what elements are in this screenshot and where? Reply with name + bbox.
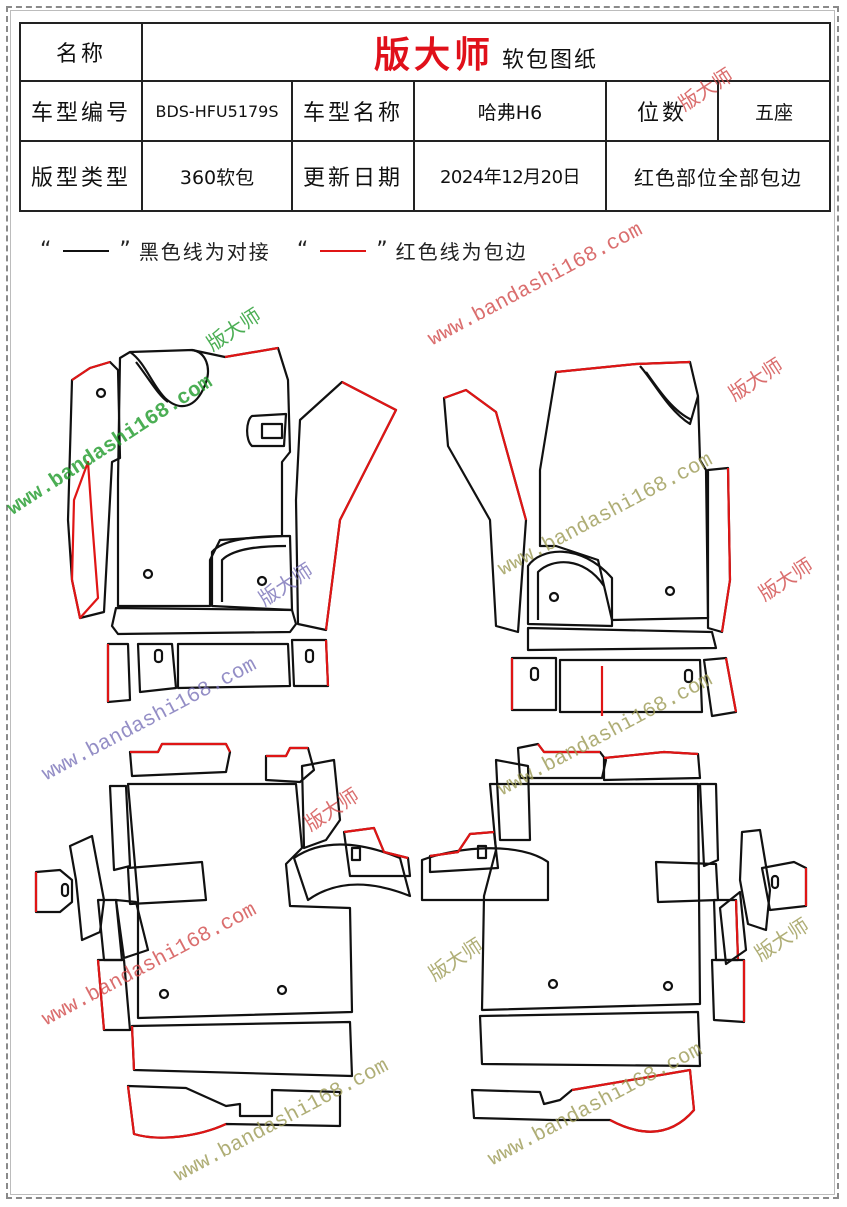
slot-piece <box>246 412 288 448</box>
r-arch-small <box>428 830 500 874</box>
left-side-panel <box>66 360 122 620</box>
page-border <box>6 6 839 1199</box>
lower-piece-3 <box>176 642 292 690</box>
rear-lower-2 <box>558 658 704 714</box>
black-line-swatch <box>63 249 110 252</box>
rear-seat-back-panel <box>538 360 710 622</box>
r-seat-base-strip <box>710 958 746 1024</box>
floor-left-strip <box>108 784 132 872</box>
wheel-arch-piece <box>210 534 294 612</box>
r-floor-main-panel <box>480 782 702 1012</box>
headrest-inner-line <box>135 361 169 403</box>
seat-side-piece <box>114 898 150 960</box>
line-legend: “ ” 黑色线为对接 “ ” 红色线为包边 <box>40 236 528 265</box>
red-line-text: 红色线为包边 <box>395 240 528 264</box>
edge-note: 红色部位全部包边 <box>604 140 832 212</box>
floor-main-panel <box>126 782 354 1020</box>
rear-lower-1 <box>510 656 558 712</box>
r-right-strip <box>698 782 720 868</box>
seats-label: 位数 <box>605 80 719 142</box>
page-inner-border <box>10 10 835 1195</box>
model-name-label: 车型名称 <box>291 80 415 142</box>
rear-sill <box>526 626 718 652</box>
brand-subtitle: 软包图纸 <box>502 48 599 73</box>
sill-strip <box>110 606 298 636</box>
r-sill-lower <box>478 1010 702 1068</box>
arch-piece <box>292 843 412 902</box>
update-date-value: 2024年12月20日 <box>413 140 607 212</box>
lower-piece-2 <box>136 642 178 694</box>
pattern-type-label: 版型类型 <box>19 140 143 212</box>
r-side-bolster-piece <box>738 828 772 932</box>
pattern-type-value: 360软包 <box>141 140 293 212</box>
legend-quote-open: “ <box>40 238 54 263</box>
side-bolster-left <box>34 868 74 914</box>
brand-title: 版大师 <box>373 35 494 76</box>
r-seat-side-piece-2 <box>718 890 748 966</box>
r-seat-front-piece <box>654 860 720 904</box>
model-code-value: BDS-HFU5179S <box>141 80 293 142</box>
name-label: 名称 <box>19 22 143 82</box>
seats-value: 五座 <box>716 80 832 142</box>
legend-quote-open-2: “ <box>296 238 311 263</box>
lower-piece-1 <box>106 642 132 704</box>
seat-side-piece-2 <box>96 898 124 962</box>
seat-front-piece <box>126 860 208 906</box>
pattern-group-top-left <box>66 346 398 704</box>
headrest-piece <box>129 348 209 408</box>
rear-headrest-piece <box>639 365 700 426</box>
sill-lower <box>130 1020 354 1078</box>
rear-wheel-arch <box>526 550 614 628</box>
r-b-pillar-lower <box>494 758 532 842</box>
seat-back-panel <box>116 346 292 608</box>
side-bolster-piece <box>68 834 106 942</box>
floor-top-piece-1 <box>128 742 232 778</box>
model-code-label: 车型编号 <box>19 80 143 142</box>
pattern-group-bottom-left <box>34 742 412 1139</box>
title-cell: 版大师软包图纸 <box>140 22 832 82</box>
b-pillar-lower <box>300 758 342 850</box>
pattern-group-bottom-right <box>420 742 808 1133</box>
legend-quote-close-2: ” <box>376 238 390 263</box>
update-date-label: 更新日期 <box>291 140 415 212</box>
legend-quote-close: ” <box>119 238 133 263</box>
rear-left-strip <box>442 388 528 634</box>
pattern-group-top-right <box>442 360 738 718</box>
black-line-text: 黑色线为对接 <box>138 240 271 264</box>
r-seat-side-piece <box>712 898 740 962</box>
info-table: 名称 版大师软包图纸 车型编号 BDS-HFU5179S 车型名称 哈弗H6 位… <box>19 22 832 212</box>
model-name-value: 哈弗H6 <box>413 80 607 142</box>
red-line-swatch <box>320 249 367 252</box>
